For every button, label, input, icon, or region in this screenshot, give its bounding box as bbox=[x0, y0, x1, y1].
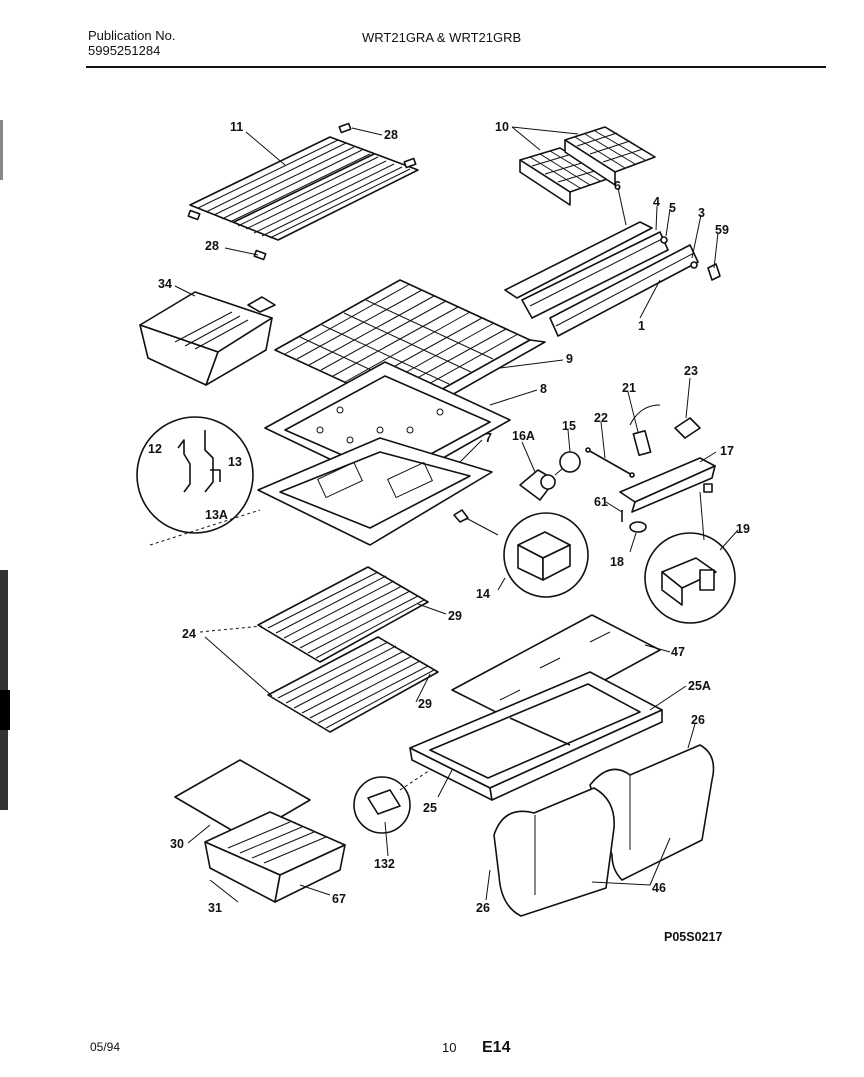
callout-26-right: 26 bbox=[691, 713, 705, 727]
publication-label: Publication No. bbox=[88, 28, 176, 43]
model-title: WRT21GRA & WRT21GRB bbox=[362, 30, 522, 45]
callout-6: 6 bbox=[614, 179, 621, 193]
callout-1: 1 bbox=[638, 319, 645, 333]
footer-page-number: 10 bbox=[442, 1040, 457, 1055]
part-132-clip-inset bbox=[353, 776, 411, 834]
part-6-4-5-1-rails bbox=[504, 221, 721, 337]
part-10-ice-trays bbox=[519, 126, 656, 206]
callout-23: 23 bbox=[684, 364, 698, 378]
callout-28-top: 28 bbox=[384, 128, 398, 142]
callout-46: 46 bbox=[652, 881, 666, 895]
part-19-switch-inset bbox=[644, 483, 736, 624]
part-31-drawer bbox=[204, 811, 346, 903]
callout-17: 17 bbox=[720, 444, 734, 458]
inset-hinge-detail bbox=[136, 416, 261, 546]
callout-3: 3 bbox=[698, 206, 705, 220]
part-11-wire-shelf bbox=[189, 136, 419, 241]
scan-edge-marks bbox=[0, 120, 10, 810]
callout-25: 25 bbox=[423, 801, 437, 815]
callout-9: 9 bbox=[566, 352, 573, 366]
callout-22: 22 bbox=[594, 411, 608, 425]
callout-34: 34 bbox=[158, 277, 172, 291]
part-23-thermostat bbox=[674, 417, 701, 439]
callout-28-bottom: 28 bbox=[205, 239, 219, 253]
callout-31: 31 bbox=[208, 901, 222, 915]
part-7-lower-frame bbox=[257, 437, 493, 546]
callout-19: 19 bbox=[736, 522, 750, 536]
callout-12: 12 bbox=[148, 442, 162, 456]
callout-14: 14 bbox=[476, 587, 490, 601]
callout-59: 59 bbox=[715, 223, 729, 237]
callout-4: 4 bbox=[653, 195, 660, 209]
part-29-wire-shelf-upper bbox=[257, 566, 429, 663]
callout-5: 5 bbox=[669, 201, 676, 215]
callout-labels: 11 28 28 10 6 4 5 3 59 1 34 9 8 7 21 23 … bbox=[148, 120, 750, 915]
callout-16a: 16A bbox=[512, 429, 535, 443]
footer-section-code: E14 bbox=[482, 1039, 511, 1056]
callout-13: 13 bbox=[228, 455, 242, 469]
callout-11: 11 bbox=[230, 120, 243, 134]
callout-7: 7 bbox=[485, 431, 492, 445]
part-21-sensor bbox=[629, 404, 661, 456]
callout-132: 132 bbox=[374, 857, 395, 871]
part-29-wire-shelf-lower bbox=[267, 636, 439, 733]
callout-30: 30 bbox=[170, 837, 184, 851]
part-34-pan bbox=[139, 291, 276, 386]
callout-67: 67 bbox=[332, 892, 346, 906]
part-14-damper-inset bbox=[453, 509, 589, 598]
callout-61: 61 bbox=[594, 495, 608, 509]
part-26-crisper-drawer-left bbox=[493, 787, 615, 917]
callout-24: 24 bbox=[182, 627, 196, 641]
callout-29-lower: 29 bbox=[418, 697, 432, 711]
part-28-shelf-clips bbox=[187, 122, 417, 261]
callout-21: 21 bbox=[622, 381, 636, 395]
callout-15: 15 bbox=[562, 419, 576, 433]
callout-47: 47 bbox=[671, 645, 685, 659]
part-22-rod bbox=[585, 447, 635, 478]
part-17-control-housing bbox=[619, 457, 716, 513]
callout-8: 8 bbox=[540, 382, 547, 396]
part-15-lamp-bulb bbox=[554, 451, 581, 476]
callout-13a: 13A bbox=[205, 508, 228, 522]
callout-10: 10 bbox=[495, 120, 509, 134]
publication-number: 5995251284 bbox=[88, 43, 161, 58]
footer-date: 05/94 bbox=[90, 1040, 121, 1054]
part-18-knob bbox=[629, 521, 647, 533]
header-rule bbox=[86, 66, 826, 68]
figure-id: P05S0217 bbox=[664, 930, 723, 944]
part-25a-crisper-frame bbox=[409, 671, 663, 801]
part-16a-lamp-socket bbox=[519, 469, 556, 501]
part-26-crisper-drawer-right bbox=[589, 744, 715, 881]
callout-18: 18 bbox=[610, 555, 624, 569]
callout-25a: 25A bbox=[688, 679, 711, 693]
callout-29-upper: 29 bbox=[448, 609, 462, 623]
leader-lines bbox=[174, 126, 739, 903]
callout-26-left: 26 bbox=[476, 901, 490, 915]
